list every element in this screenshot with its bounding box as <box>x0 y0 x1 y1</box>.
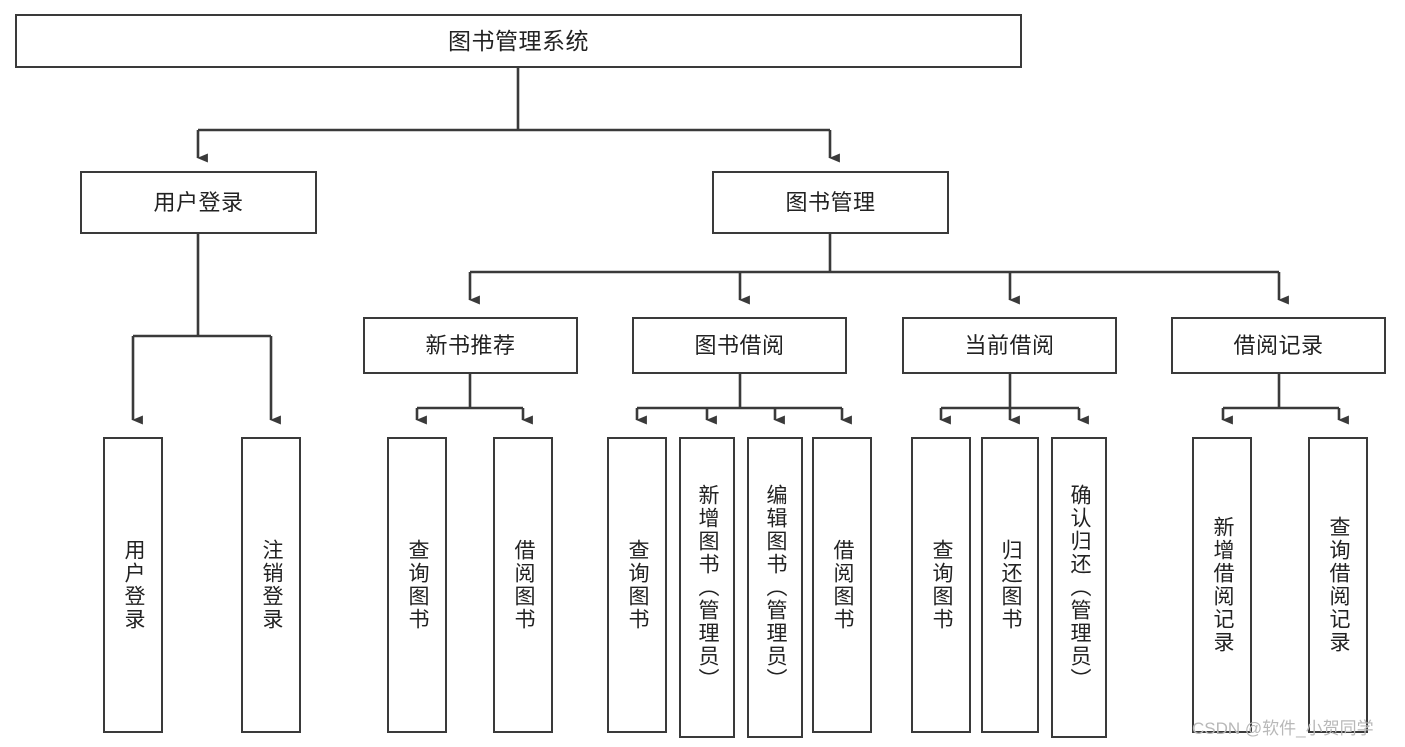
node-label: 图书管理 <box>785 189 876 215</box>
node-user-login[interactable]: 用户登录 <box>80 171 317 234</box>
node-new-book-recommend[interactable]: 新书推荐 <box>363 317 578 374</box>
node-label: 用户登录 <box>153 189 244 215</box>
node-label: 借阅图书 <box>831 539 855 631</box>
node-label: 注销登录 <box>260 539 284 631</box>
node-current-borrow[interactable]: 当前借阅 <box>902 317 1117 374</box>
leaf-borrow-book-recommend[interactable]: 借阅图书 <box>493 437 553 733</box>
node-book-management[interactable]: 图书管理 <box>712 171 949 234</box>
node-label: 查询图书 <box>930 539 954 631</box>
leaf-query-book-borrow[interactable]: 查询图书 <box>607 437 667 733</box>
leaf-query-borrow-record[interactable]: 查询借阅记录 <box>1308 437 1368 733</box>
csdn-watermark: CSDN @软件_小贺同学 <box>1192 719 1374 738</box>
node-root-book-management-system[interactable]: 图书管理系统 <box>15 14 1022 68</box>
leaf-query-book-recommend[interactable]: 查询图书 <box>387 437 447 733</box>
leaf-logout-login[interactable]: 注销登录 <box>241 437 301 733</box>
leaf-query-book-current[interactable]: 查询图书 <box>911 437 971 733</box>
node-label: 新增图书（管理员） <box>696 484 720 691</box>
node-label: 图书管理系统 <box>448 27 589 54</box>
node-book-borrow[interactable]: 图书借阅 <box>632 317 847 374</box>
node-borrow-record[interactable]: 借阅记录 <box>1171 317 1386 374</box>
node-label: 图书借阅 <box>694 332 785 358</box>
leaf-user-login[interactable]: 用户登录 <box>103 437 163 733</box>
leaf-confirm-return-admin[interactable]: 确认归还（管理员） <box>1051 437 1107 738</box>
leaf-edit-book-admin[interactable]: 编辑图书（管理员） <box>747 437 803 738</box>
node-label: 查询图书 <box>406 539 430 631</box>
node-label: 借阅图书 <box>512 539 536 631</box>
node-label: 归还图书 <box>999 539 1023 631</box>
node-label: 新增借阅记录 <box>1211 516 1235 654</box>
node-label: 确认归还（管理员） <box>1068 484 1092 691</box>
leaf-add-borrow-record[interactable]: 新增借阅记录 <box>1192 437 1252 733</box>
leaf-return-book[interactable]: 归还图书 <box>981 437 1039 733</box>
node-label: 借阅记录 <box>1233 332 1324 358</box>
node-label: 编辑图书（管理员） <box>764 484 788 691</box>
leaf-add-book-admin[interactable]: 新增图书（管理员） <box>679 437 735 738</box>
node-label: 当前借阅 <box>964 332 1055 358</box>
node-label: 查询借阅记录 <box>1327 516 1351 654</box>
leaf-borrow-book-borrow[interactable]: 借阅图书 <box>812 437 872 733</box>
node-label: 用户登录 <box>122 539 146 631</box>
node-label: 新书推荐 <box>425 332 516 358</box>
node-label: 查询图书 <box>626 539 650 631</box>
